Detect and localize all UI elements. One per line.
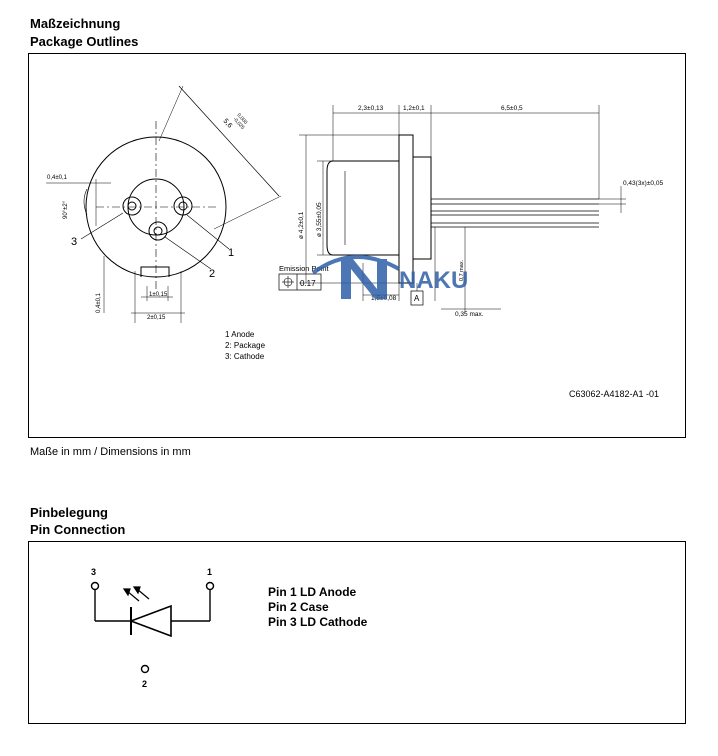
dim-1-2: 1,2±0,1: [403, 105, 425, 112]
dim-04-vertical: 0,4±0,1: [96, 292, 102, 313]
pin-2-outer: [148, 221, 168, 241]
emission-arrows: [122, 586, 150, 602]
pin-2-description: Pin 2 Case: [268, 600, 329, 614]
units-note: Maße in mm / Dimensions in mm: [30, 446, 191, 458]
callout-2: 2: [209, 268, 215, 280]
pin-2-terminal: [140, 664, 150, 674]
section-title-de: Maßzeichnung: [30, 16, 121, 31]
pin-section-title-de: Pinbelegung: [30, 505, 108, 520]
dim-2: 2±0,15: [147, 315, 166, 321]
pin-schematic: 3 1 2: [90, 567, 215, 689]
cap-body: [326, 160, 400, 256]
legend-package: 2: Package: [225, 341, 266, 350]
laser-diode-symbol: [128, 604, 172, 638]
callout-3: 3: [71, 236, 77, 248]
naku-watermark: NAKU: [311, 255, 468, 299]
dim-0-43: 0,43(3x)±0,05: [623, 180, 663, 187]
pin-3-outer: [122, 196, 142, 216]
section-title-en: Package Outlines: [30, 34, 139, 49]
pin-3-terminal: [90, 581, 100, 591]
legend-anode: 1 Anode: [225, 330, 255, 339]
emission-point-label: Emission Point: [279, 264, 330, 273]
dim-ref-vertical: 0,7 max.: [459, 259, 465, 281]
pin-connection-frame: 3 1 2: [28, 541, 686, 724]
datum-a-label: A: [414, 294, 420, 303]
dim-0-35: 0,35 max.: [455, 311, 484, 318]
package-outline-drawing: 5,6 0,000 -0,025 0,4±0,1 90°±2° 3 1 2 0,…: [46, 85, 663, 399]
package-outline-frame: 5,6 0,000 -0,025 0,4±0,1 90°±2° 3 1 2 0,…: [28, 53, 686, 438]
drawing-id: C63062-A4182-A1 -01: [569, 389, 659, 399]
dim-diag: 5,6: [222, 118, 234, 130]
pin-1-outer: [173, 196, 193, 216]
pin-1-description: Pin 1 LD Anode: [268, 585, 357, 599]
pin-1-label: 1: [207, 567, 212, 577]
top-view: [46, 85, 282, 323]
legend-cathode: 3: Cathode: [225, 352, 265, 361]
dim-angle: 90°±2°: [63, 200, 69, 219]
header-base: [412, 156, 432, 260]
pin-list: Pin 1 LD Anode Pin 2 Case Pin 3 LD Catho…: [268, 585, 367, 630]
dim-dia-3-55: ø 3,55±0,05: [316, 202, 323, 237]
dim-1: 1±0,15: [149, 292, 168, 298]
pin-3-inner: [127, 201, 137, 211]
dim-dia-4-2: ø 4,2±0,1: [298, 211, 305, 239]
flange: [398, 134, 414, 284]
pin-3-description: Pin 3 LD Cathode: [268, 615, 368, 629]
pin-3-label: 3: [91, 567, 96, 577]
pin-1-terminal: [205, 581, 215, 591]
pin-section-title-en: Pin Connection: [30, 522, 126, 537]
emission-point-value: 0.17: [300, 279, 316, 288]
dim-6-5: 6,5±0,5: [501, 105, 523, 112]
emission-tolerance-frame: [278, 273, 322, 291]
dim-2-3: 2,3±0,13: [358, 105, 384, 112]
pin-1-inner: [178, 201, 188, 211]
pin-2-label: 2: [142, 679, 147, 689]
key-notch: [140, 266, 170, 277]
callout-1: 1: [228, 247, 234, 259]
pin-2-inner: [153, 226, 163, 236]
watermark-text: NAKU: [399, 267, 468, 294]
dim-04: 0,4±0,1: [47, 175, 68, 181]
